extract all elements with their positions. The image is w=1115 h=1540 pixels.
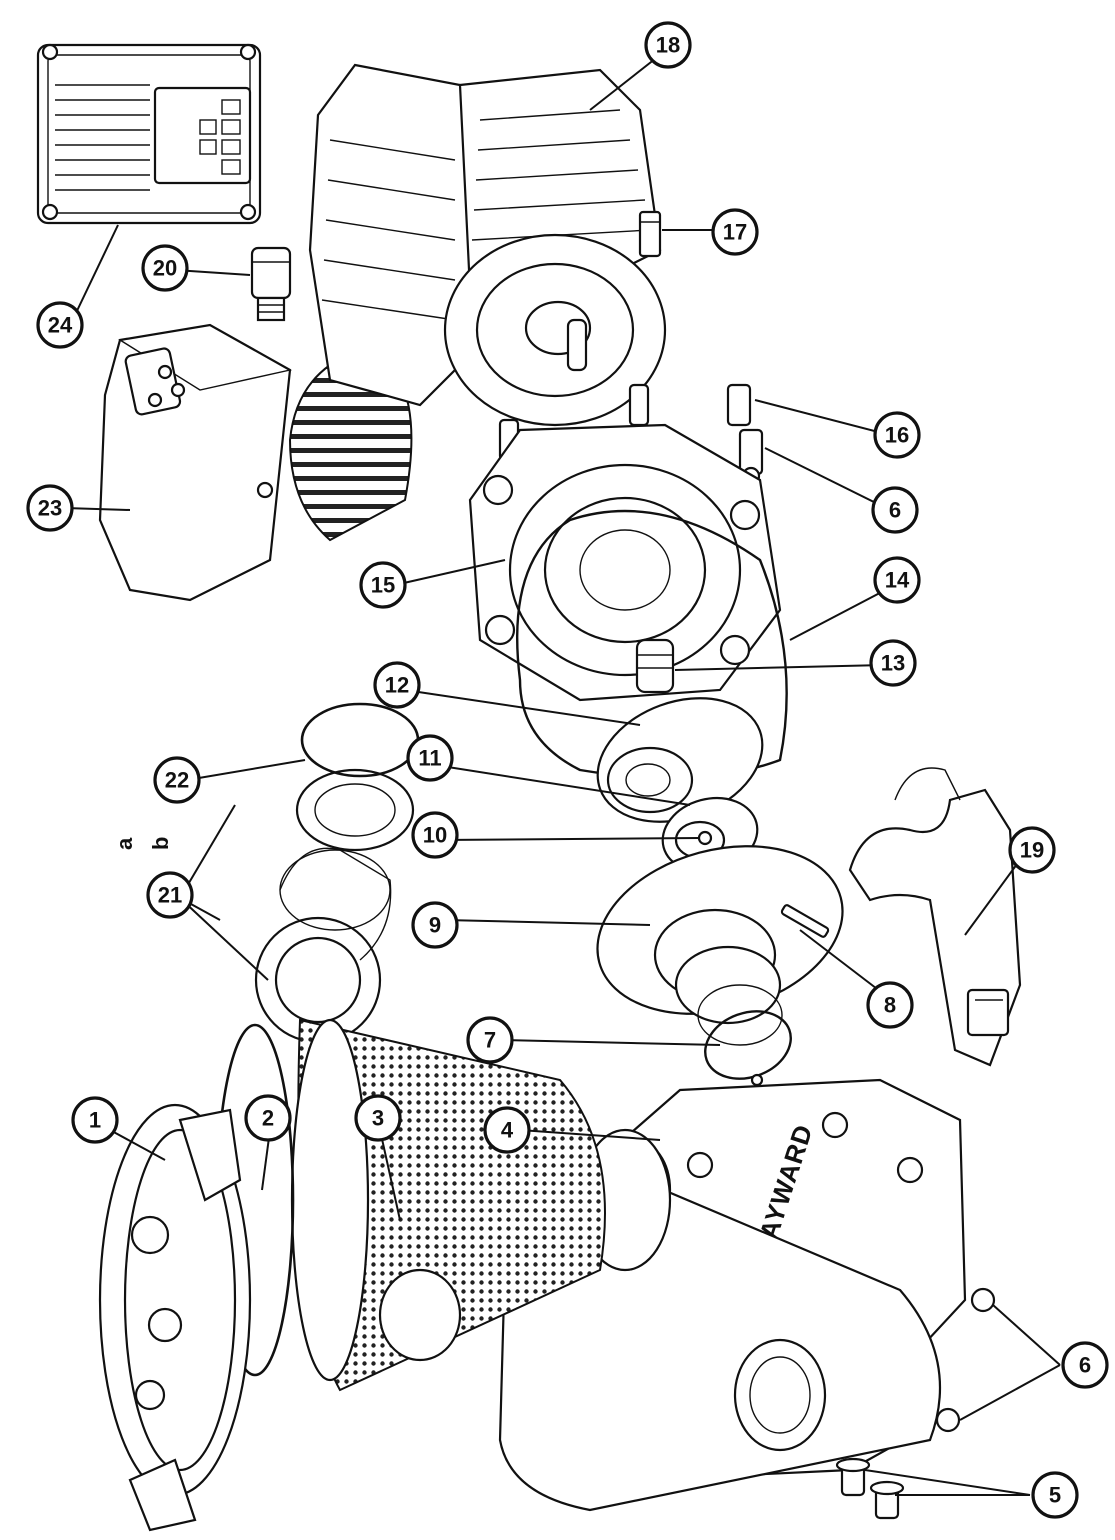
svg-text:6: 6: [1079, 1353, 1091, 1378]
svg-text:12: 12: [385, 673, 409, 698]
part-1-lid: [98, 1103, 252, 1532]
svg-text:7: 7: [484, 1028, 496, 1053]
svg-text:11: 11: [418, 746, 441, 771]
sub-label-b: b: [148, 837, 173, 850]
part-17-bolt: [638, 210, 662, 258]
svg-text:13: 13: [881, 651, 905, 676]
part-24-control-box: [36, 43, 262, 225]
callout-22: 22: [153, 756, 201, 804]
part-18-motor: [308, 63, 667, 427]
part-9-diffuser: [596, 845, 844, 1046]
svg-text:2: 2: [262, 1106, 274, 1131]
svg-text:20: 20: [153, 256, 177, 281]
callout-21: 21: [146, 871, 194, 919]
callout-17: 17: [711, 208, 759, 256]
callout-24: 24: [36, 301, 84, 349]
part-22-gasket: [300, 702, 420, 778]
callout-2: 2: [244, 1094, 292, 1142]
part-19-wrench: [848, 767, 1022, 1067]
callout-19: 19: [1008, 826, 1056, 874]
svg-text:16: 16: [885, 423, 909, 448]
svg-text:18: 18: [656, 33, 680, 58]
callout-5: 5: [1031, 1471, 1079, 1519]
callout-12: 12: [373, 661, 421, 709]
svg-text:5: 5: [1049, 1483, 1061, 1508]
svg-text:10: 10: [423, 823, 447, 848]
svg-text:23: 23: [38, 496, 62, 521]
callout-1: 1: [71, 1096, 119, 1144]
callout-8: 8: [866, 981, 914, 1029]
leader-lines: [64, 54, 1061, 1496]
callout-14: 14: [873, 556, 921, 604]
part-strainer-body: [498, 1128, 942, 1512]
svg-text:8: 8: [884, 993, 896, 1018]
callout-23: 23: [26, 484, 74, 532]
callout-4: 4: [483, 1106, 531, 1154]
svg-text:21: 21: [158, 883, 182, 908]
part-6-plugs: [935, 1287, 996, 1433]
callout-15: 15: [359, 561, 407, 609]
part-20-cable-gland: [250, 246, 292, 322]
svg-text:1: 1: [89, 1108, 101, 1133]
callout-9: 9: [411, 901, 459, 949]
svg-text:3: 3: [372, 1106, 384, 1131]
svg-text:14: 14: [885, 568, 910, 593]
part-21-union: [254, 768, 415, 1044]
callout-6-upper: 6: [871, 486, 919, 534]
part-14-oring: [516, 509, 788, 780]
svg-text:17: 17: [723, 220, 747, 245]
callout-3: 3: [354, 1094, 402, 1142]
part-13-fitting: [635, 638, 675, 694]
callout-13: 13: [869, 639, 917, 687]
callout-7: 7: [466, 1016, 514, 1064]
svg-text:24: 24: [48, 313, 73, 338]
part-15-seal-plate: [468, 423, 782, 702]
svg-text:22: 22: [165, 768, 189, 793]
part-5-drain-plugs: [835, 1457, 905, 1520]
svg-text:4: 4: [501, 1118, 514, 1143]
callout-11: 11: [406, 734, 454, 782]
callout-6-lower: 6: [1061, 1341, 1109, 1389]
callout-18: 18: [644, 21, 692, 69]
part-23-drive-unit: [98, 323, 413, 602]
svg-text:9: 9: [429, 913, 441, 938]
sub-label-a: a: [112, 837, 137, 850]
part-7-oring: [704, 1010, 792, 1087]
callout-16: 16: [873, 411, 921, 459]
callout-20: 20: [141, 244, 189, 292]
svg-text:6: 6: [889, 498, 901, 523]
callout-10: 10: [411, 811, 459, 859]
svg-text:19: 19: [1020, 838, 1044, 863]
svg-text:15: 15: [371, 573, 395, 598]
